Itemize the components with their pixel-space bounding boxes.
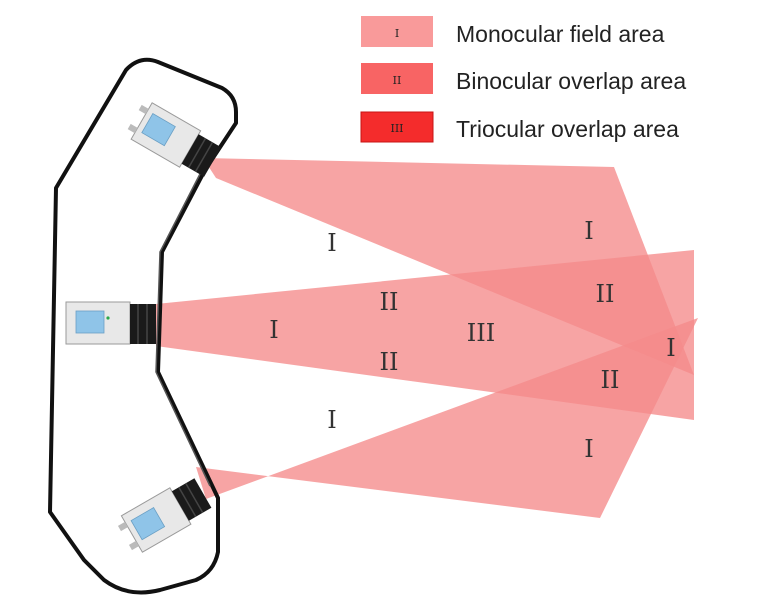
label-overlap-all-three: III	[467, 319, 495, 347]
legend-item-binocular: II Binocular overlap area	[361, 63, 686, 94]
label-top-right-monocular: I	[584, 217, 593, 245]
rig-outer-outline	[48, 57, 238, 595]
label-overlap-bottom-middle: II	[380, 348, 399, 376]
legend-item-triocular: III Triocular overlap area	[360, 111, 679, 143]
middle-camera-lens	[130, 304, 156, 344]
label-bottom-beam-monocular: I	[327, 406, 336, 434]
bottom-camera	[117, 478, 212, 553]
legend-swatch-triocular	[360, 111, 434, 143]
legend-swatch-binocular	[361, 63, 433, 94]
top-camera-connector	[138, 104, 149, 115]
label-right-middle-monocular: I	[666, 334, 675, 362]
top-camera-lens-ring	[187, 137, 207, 169]
legend-swatch-monocular	[361, 16, 433, 47]
middle-camera	[65, 301, 156, 345]
legend-label-binocular: Binocular overlap area	[456, 68, 686, 94]
label-overlap-top-middle: II	[380, 288, 399, 316]
legend-symbol-monocular: I	[395, 27, 399, 40]
bottom-camera-connector	[117, 521, 128, 532]
rig-inner-edge	[155, 169, 211, 487]
middle-camera-indicator	[106, 316, 110, 320]
bottom-camera-beam	[196, 318, 698, 518]
legend-item-monocular: I Monocular field area	[361, 16, 665, 47]
legend-label-monocular: Monocular field area	[456, 21, 665, 47]
label-right-lower-binocular: II	[601, 366, 620, 394]
legend-label-triocular: Triocular overlap area	[456, 116, 679, 142]
top-camera	[127, 102, 222, 177]
label-bottom-right-monocular: I	[584, 435, 593, 463]
region-labels: I I I II II III I II I II I	[269, 217, 675, 463]
bottom-camera-lens-ring	[178, 486, 197, 518]
label-right-upper-binocular: II	[596, 280, 615, 308]
top-camera-lens-ring-2	[194, 141, 214, 173]
bottom-camera-lens-ring-2	[185, 482, 204, 514]
bottom-camera-connector-2	[128, 540, 139, 551]
legend: I Monocular field area II Binocular over…	[360, 16, 686, 143]
legend-symbol-triocular: III	[390, 122, 403, 135]
top-camera-connector-2	[127, 123, 138, 134]
label-middle-beam-monocular: I	[269, 316, 278, 344]
rig-frame	[48, 57, 238, 595]
field-of-view-beams	[156, 158, 698, 518]
legend-symbol-binocular: II	[393, 74, 402, 87]
top-camera-sensor	[141, 113, 176, 147]
bottom-camera-sensor	[130, 507, 166, 541]
middle-camera-sensor	[75, 310, 105, 334]
label-top-beam-monocular: I	[327, 229, 336, 257]
